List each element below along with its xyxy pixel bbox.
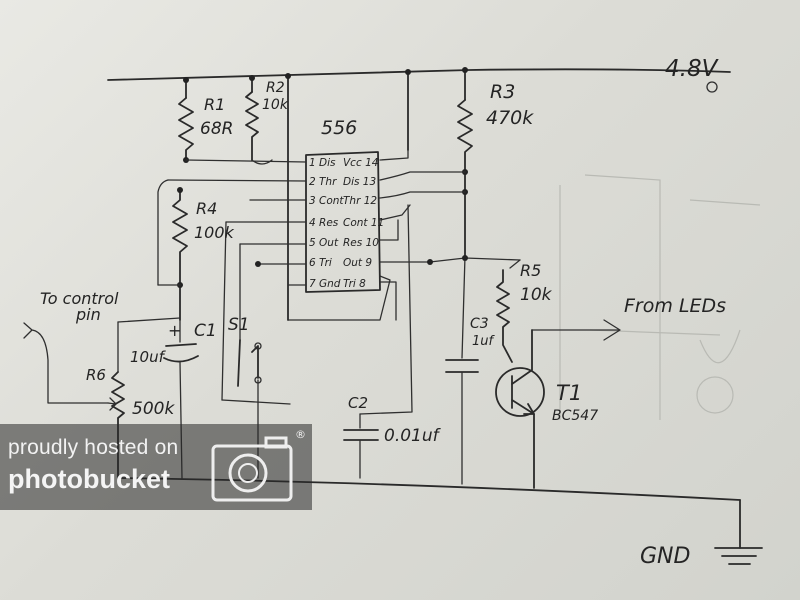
watermark-line1: proudly hosted on — [8, 436, 179, 459]
switch-s1 — [237, 339, 259, 387]
pin-9-label: Out 9 — [343, 257, 372, 269]
capacitor-c2 — [343, 429, 379, 441]
r1-value: 68R — [200, 119, 233, 139]
photobucket-watermark: proudly hosted on photobucket ® — [0, 424, 312, 510]
c3-value: 1uf — [472, 334, 496, 349]
s1-name: S1 — [228, 315, 250, 335]
pin-7-label: 7 Gnd — [309, 278, 341, 290]
pin-11-label: Cont 11 — [343, 217, 384, 229]
transistor-t1 — [495, 329, 545, 489]
from-leds-arrow — [531, 319, 621, 341]
r5-value: 10k — [520, 285, 553, 305]
r3-name: R3 — [490, 81, 515, 103]
resistor-r3 — [457, 99, 473, 257]
ghost-sketch — [559, 174, 761, 420]
pin-12-label: Thr 12 — [343, 195, 377, 207]
c3-name: C3 — [470, 316, 489, 332]
ground-label: GND — [640, 544, 690, 569]
r5-name: R5 — [520, 261, 541, 280]
c2-value: 0.01uf — [384, 426, 442, 446]
r4-value: 100k — [194, 223, 235, 242]
control-pin-note-2: pin — [75, 305, 101, 324]
t1-name: T1 — [556, 381, 582, 405]
pin-1-label: 1 Dis — [309, 157, 336, 169]
pin-13-label: Dis 13 — [343, 176, 376, 188]
t1-value: BC547 — [552, 408, 598, 424]
r6-value: 500k — [132, 399, 175, 419]
chip-556: 556 — [305, 117, 381, 293]
ground-symbol — [714, 547, 763, 565]
supply-rail — [107, 68, 731, 81]
capacitor-c3 — [445, 359, 479, 373]
resistor-r1 — [178, 97, 194, 161]
resistor-r2 — [245, 91, 259, 161]
camera-icon — [211, 436, 293, 502]
r1-name: R1 — [204, 95, 225, 114]
pin-3-label: 3 Cont — [309, 195, 344, 207]
chip-pins-left: 1 Dis 2 Thr 3 Cont 4 Res 5 Out 6 Tri 7 G… — [309, 157, 344, 290]
pin-4-label: 4 Res — [309, 217, 339, 229]
resistor-r4 — [172, 189, 188, 321]
capacitor-c1 — [163, 343, 199, 363]
chip-label: 556 — [321, 117, 357, 139]
r2-name: R2 — [266, 80, 285, 96]
c1-plus: + — [168, 321, 181, 340]
supply-terminal — [706, 81, 718, 93]
pin-5-label: 5 Out — [309, 237, 339, 249]
pin-10-label: Res 10 — [343, 237, 379, 249]
c2-name: C2 — [348, 394, 368, 412]
c1-value: 10uf — [130, 348, 167, 366]
r3-value: 470k — [486, 107, 534, 129]
c1-name: C1 — [194, 321, 217, 341]
r2-value: 10k — [262, 97, 289, 113]
pin-2-label: 2 Thr — [309, 176, 337, 188]
resistor-r5 — [496, 269, 513, 363]
r4-name: R4 — [196, 199, 217, 218]
from-leds-label: From LEDs — [624, 295, 726, 317]
control-pin-note-1: To control — [40, 289, 119, 308]
watermark-line2: photobucket — [8, 464, 170, 494]
r6-name: R6 — [86, 366, 106, 384]
pin-14-label: Vcc 14 — [343, 157, 378, 169]
pin-8-label: Tri 8 — [343, 278, 366, 290]
chip-pins-right: Vcc 14 Dis 13 Thr 12 Cont 11 Res 10 Out … — [343, 157, 384, 290]
control-pin-arrow — [23, 322, 109, 404]
potentiometer-r6 — [111, 371, 125, 479]
registered-mark: ® — [295, 428, 306, 441]
supply-label: 4.8V — [665, 56, 720, 82]
pin-6-label: 6 Tri — [309, 257, 332, 269]
